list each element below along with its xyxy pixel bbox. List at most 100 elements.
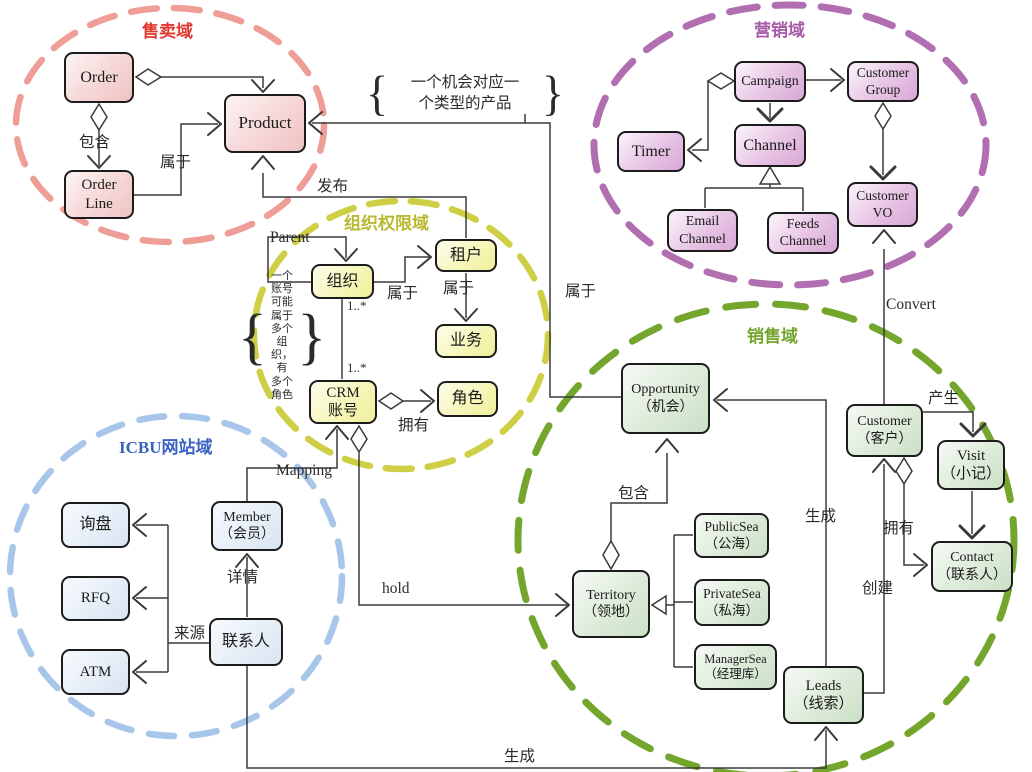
arrow-into-rfq	[132, 586, 147, 610]
edge-label-belongs-orderline: 属于	[160, 154, 192, 171]
arrow-into-product-right	[308, 111, 323, 135]
entity-campaign: Campaign	[734, 61, 806, 102]
diamond-campaign-timer	[706, 72, 736, 90]
uml-symbols	[90, 68, 913, 616]
arrow-into-org-parent	[334, 248, 358, 262]
edge-contact-leads-generate	[246, 666, 827, 769]
edge-label-generate-bottom: 生成	[504, 748, 536, 765]
arrow-into-customergroup	[830, 68, 845, 92]
arrow-into-role	[420, 389, 435, 413]
entity-leads: Leads （线索）	[783, 666, 864, 724]
edge-contact-sources	[136, 524, 210, 673]
diamond-customer-contact	[895, 456, 913, 486]
edge-label-detail: 详情	[227, 569, 259, 586]
arrow-into-channel	[756, 107, 784, 123]
entity-order: Order	[64, 52, 134, 103]
arrow-into-product-bottom	[251, 155, 275, 170]
arrow-into-orderline	[87, 155, 111, 169]
entity-channel: Channel	[734, 124, 806, 167]
note-text: 一个机会对应一 个类型的产品	[410, 74, 520, 112]
edge-member-crmaccount-mapping	[246, 429, 338, 501]
entity-contact: Contact （联系人）	[931, 541, 1013, 592]
edge-orderline-product	[134, 123, 218, 196]
edge-label-contains-territory: 包含	[618, 485, 650, 502]
edge-territory-seas-generalization	[666, 534, 693, 668]
entity-order-line: Order Line	[64, 170, 134, 219]
arrow-into-customer-bottom	[872, 458, 896, 473]
domain-ellipse-org	[250, 197, 552, 473]
edge-territory-opportunity	[610, 453, 668, 541]
entity-crm-account: CRM 账号	[309, 380, 377, 424]
entity-public-sea: PublicSea （公海）	[694, 513, 769, 558]
edge-tenant-product-publish	[262, 173, 467, 238]
edge-label-produce: 产生	[928, 390, 960, 407]
domain-ellipse-icbu	[6, 412, 346, 740]
edge-label-mapping: Mapping	[276, 462, 332, 479]
edge-leads-customer-create	[864, 464, 885, 694]
arrow-into-opportunity-bottom	[655, 438, 679, 453]
domain-label-marketing: 营销域	[754, 21, 805, 40]
edge-order-product	[161, 76, 264, 88]
edge-org-parent-loop	[267, 236, 347, 283]
entity-territory: Territory （领地）	[572, 570, 650, 638]
arrow-into-inquiry	[132, 513, 147, 537]
entity-timer: Timer	[617, 131, 685, 172]
edge-crmaccount-territory-hold	[358, 452, 567, 606]
arrow-into-contact-top	[958, 524, 986, 540]
entity-customer: Customer （客户）	[846, 404, 923, 457]
domain-label-org: 组织权限域	[344, 214, 429, 233]
diamond-crmaccount-hold	[350, 424, 368, 454]
entity-product: Product	[224, 94, 306, 153]
domain-ellipse-marketing	[590, 1, 990, 289]
multiplicity-crm: 1..*	[347, 360, 367, 375]
diamond-territory-opportunity	[602, 539, 620, 571]
entity-private-sea: PrivateSea （私海）	[694, 579, 770, 626]
entity-member: Member （会员）	[211, 501, 283, 551]
note-opportunity-product: { 一个机会对应一 个类型的产品 }	[366, 69, 564, 119]
domain-label-sales: 销售域	[747, 327, 798, 346]
brace-right-icon: }	[541, 66, 564, 121]
diamond-customergroup	[874, 101, 892, 131]
edge-label-owns-contact: 拥有	[883, 520, 915, 537]
arrow-into-contact-left	[913, 553, 928, 577]
arrow-into-business	[454, 308, 478, 322]
note-crm-account: { 一个 账号可能 属于多个 组织，有 多个角色 }	[238, 270, 326, 401]
arrow-into-visit	[959, 422, 987, 438]
edge-channel-generalization	[704, 184, 804, 211]
entity-atm: ATM	[61, 649, 130, 695]
entity-customer-vo: Customer VO	[847, 182, 918, 227]
edge-customer-contact-own	[903, 484, 924, 566]
edge-label-publish: 发布	[317, 178, 349, 195]
triangle-channel-generalization	[758, 165, 782, 185]
entity-rfq: RFQ	[61, 576, 130, 621]
diamond-crmaccount-role	[377, 392, 405, 410]
arrow-into-leads	[814, 726, 838, 741]
edges	[98, 76, 974, 769]
domain-label-sell: 售卖域	[142, 22, 193, 41]
arrow-into-product-top	[251, 79, 275, 93]
edge-label-contains-order: 包含	[79, 134, 111, 151]
edge-leads-opportunity-generate	[717, 399, 827, 666]
entity-customer-group: Customer Group	[847, 61, 919, 102]
edge-label-hold: hold	[382, 580, 410, 597]
arrow-into-crmaccount	[325, 425, 349, 440]
domain-label-icbu: ICBU网站域	[119, 438, 213, 457]
diamond-order-product	[134, 68, 163, 86]
edge-label-belongs-tenant-business: 属于	[443, 280, 475, 297]
domain-ellipse-sales	[514, 300, 1018, 772]
edge-org-tenant	[374, 256, 429, 283]
edge-label-belongs-org-tenant: 属于	[387, 285, 419, 302]
domain-ellipses	[6, 1, 1018, 772]
arrow-into-tenant	[417, 245, 432, 269]
entity-feeds-channel: Feeds Channel	[767, 212, 839, 254]
entity-role: 角色	[437, 381, 498, 417]
brace-right-icon: }	[297, 301, 326, 371]
arrow-into-timer	[687, 138, 702, 162]
arrowheads	[87, 68, 987, 741]
edge-campaign-timer	[692, 81, 709, 151]
arrow-into-customervo-bottom	[872, 229, 896, 244]
note-text: 一个 账号可能 属于多个 组织，有 多个角色	[271, 270, 293, 401]
entity-org-unit: 组织	[311, 264, 374, 299]
edge-label-generate-leads-opp: 生成	[805, 508, 837, 525]
